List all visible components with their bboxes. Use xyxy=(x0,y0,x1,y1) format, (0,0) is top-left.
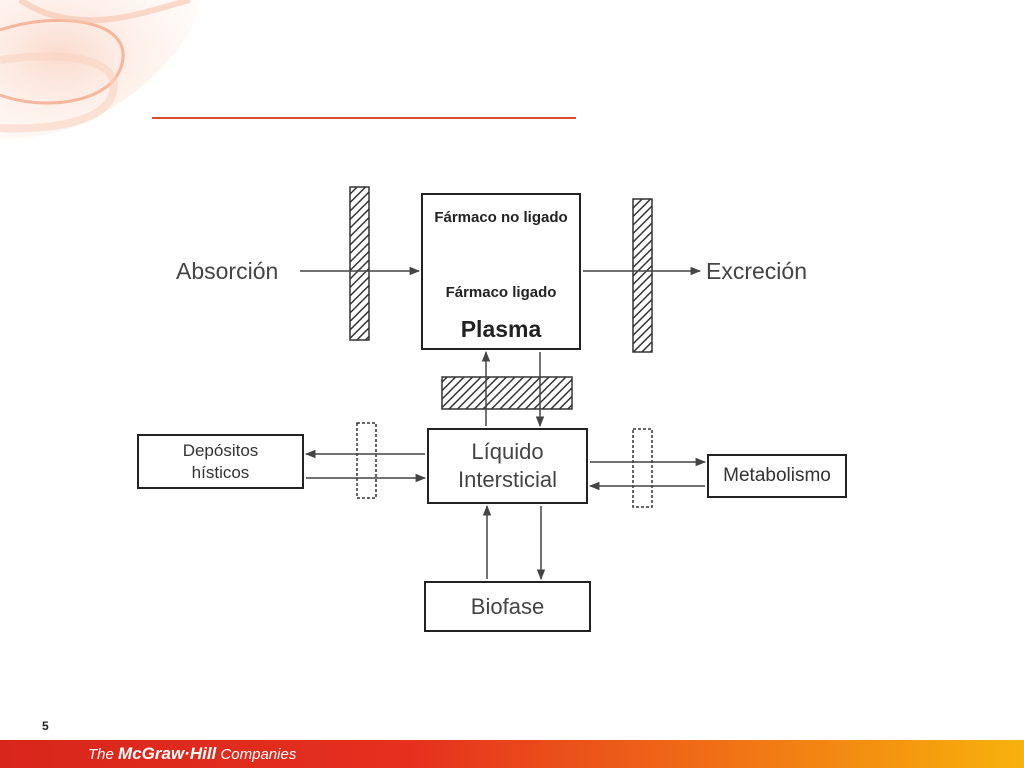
metabolismo-box: Metabolismo xyxy=(707,454,847,498)
biofase-label: Biofase xyxy=(470,593,545,619)
capillary-barrier xyxy=(441,376,573,410)
title-underline xyxy=(152,117,576,119)
liquido-line2: Intersticial xyxy=(457,467,558,492)
biofase-box: Biofase xyxy=(424,581,591,632)
depositos-histicos-box: Depósitos hísticos xyxy=(137,434,304,489)
liquido-line1: Líquido xyxy=(471,439,544,464)
brand-name: McGraw·Hill xyxy=(118,744,217,763)
plasma-title: Plasma xyxy=(460,316,542,342)
footer-brand: The McGraw·Hill Companies xyxy=(88,744,296,764)
liquido-intersticial-box: Líquido Intersticial xyxy=(427,428,588,504)
bound-drug-label: Fármaco ligado xyxy=(445,284,557,301)
decorative-swirl xyxy=(0,0,200,139)
excretion-barrier xyxy=(632,198,653,353)
page-number: 5 xyxy=(42,719,49,733)
footer-bar: The McGraw·Hill Companies xyxy=(0,740,1024,768)
excrecion-label: Excreción xyxy=(706,258,807,284)
depositos-line1: Depósitos xyxy=(182,440,259,460)
brand-suffix: Companies xyxy=(220,746,297,763)
depositos-line2: hísticos xyxy=(191,462,250,482)
metabolismo-label: Metabolismo xyxy=(723,465,831,486)
metabolism-barrier xyxy=(632,428,653,508)
plasma-box: Fármaco no ligado Fármaco ligado Plasma xyxy=(421,193,581,350)
unbound-drug-label: Fármaco no ligado xyxy=(434,209,568,226)
absorption-barrier xyxy=(349,186,370,341)
tissue-barrier xyxy=(356,422,377,499)
brand-prefix: The xyxy=(88,746,114,763)
absorcion-label: Absorción xyxy=(176,258,279,284)
